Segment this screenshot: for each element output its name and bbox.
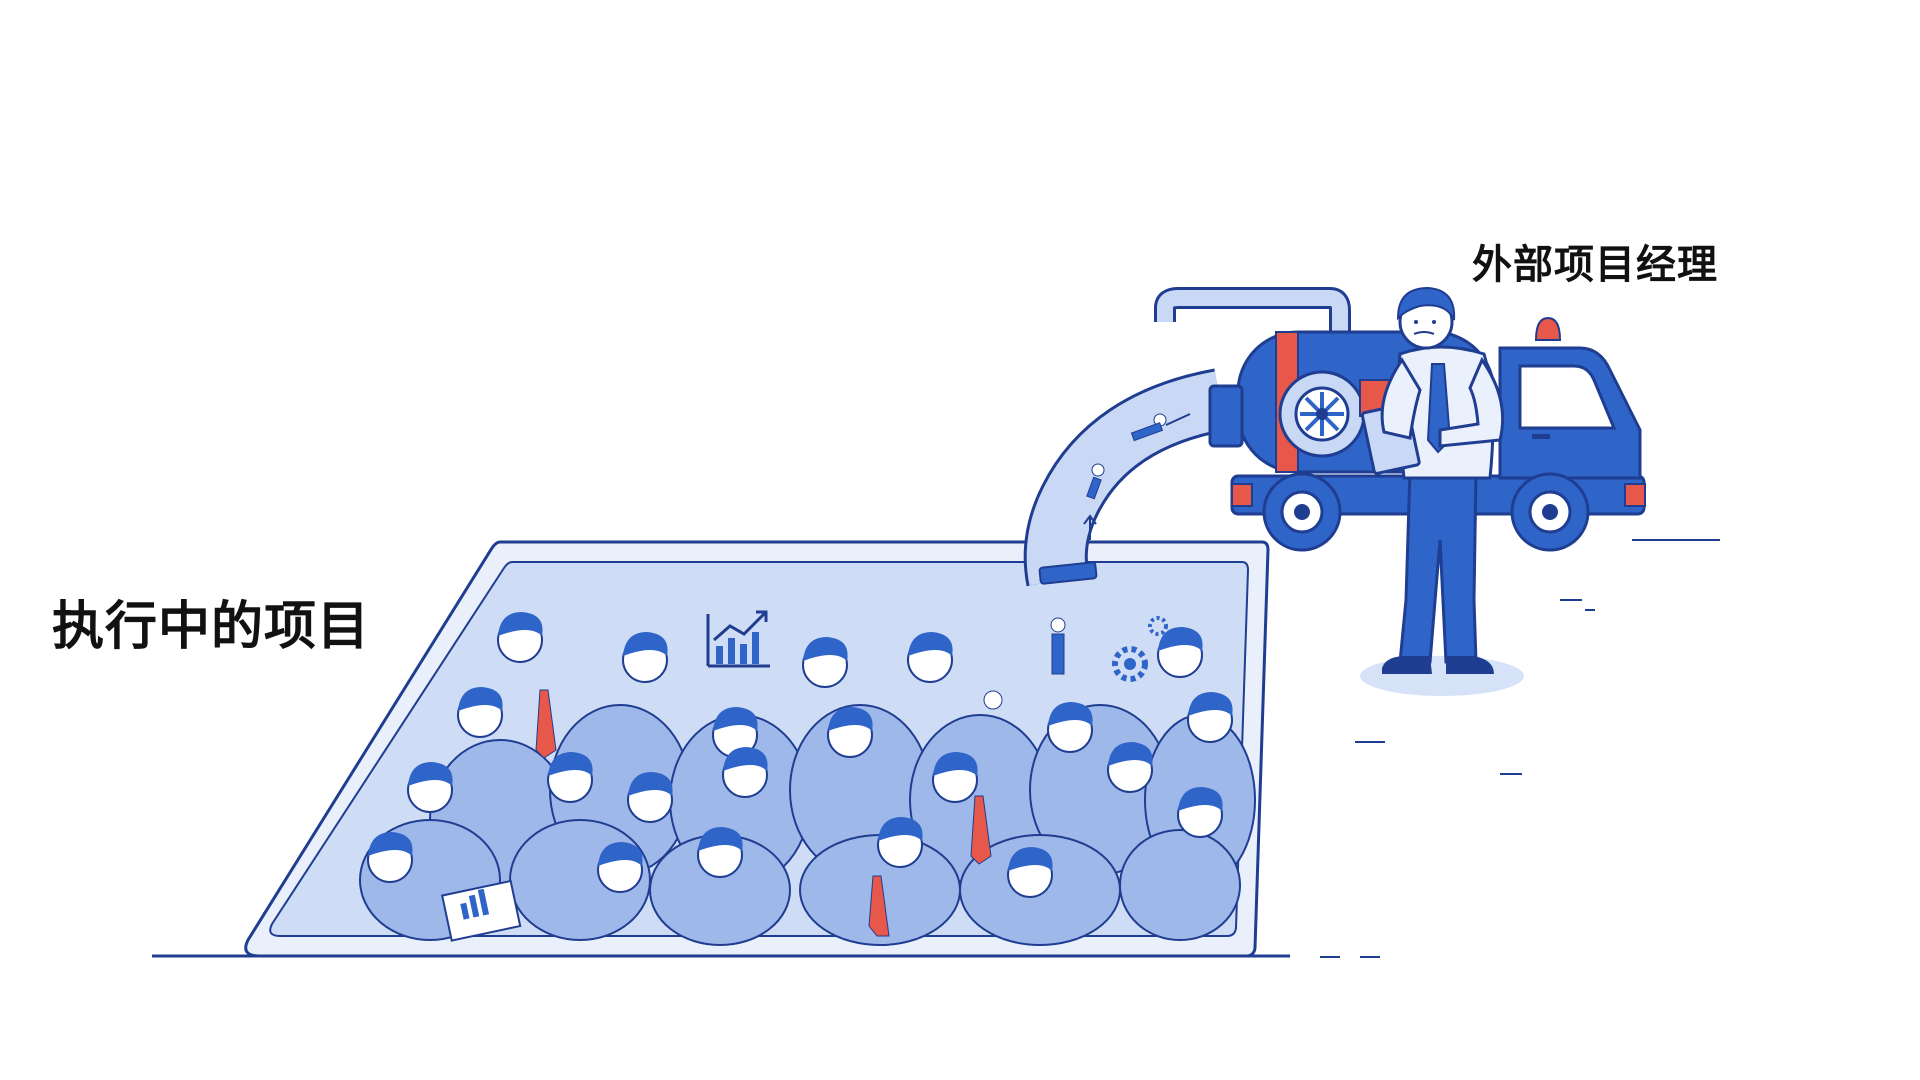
truck-wheels [1262, 472, 1590, 552]
project-label: 执行中的项目 [52, 597, 371, 657]
manager-figure [1360, 286, 1524, 696]
gear-icon [1112, 616, 1168, 682]
document-icon [440, 879, 522, 942]
manager-label: 外部项目经理 [1472, 242, 1718, 288]
hose [983, 368, 1227, 710]
crowd [359, 612, 1256, 946]
ground-dashes [1320, 539, 1720, 958]
chart-icon [706, 610, 770, 668]
manager-shadow [1360, 656, 1524, 696]
